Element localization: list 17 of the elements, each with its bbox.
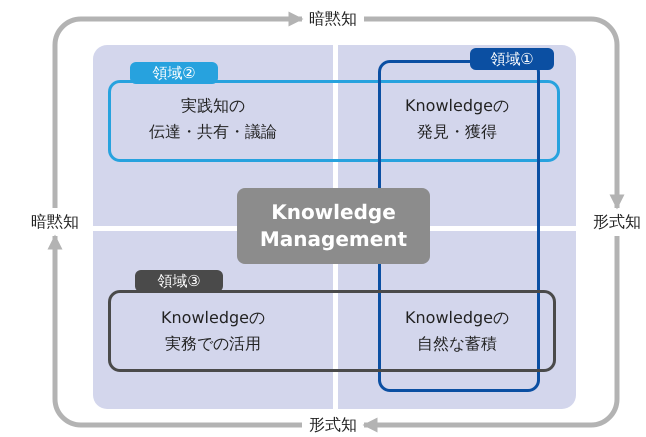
title-box: Knowledge Management (237, 188, 430, 264)
region-tag: 領域② (130, 62, 218, 84)
cycle-arrow (48, 234, 302, 428)
quadrant-text: Knowledgeの発見・獲得 (405, 95, 509, 143)
cycle-arrow (364, 16, 624, 210)
quadrant-text: Knowledgeの実務での活用 (161, 307, 265, 355)
quadrant-text: 実践知の伝達・共有・議論 (149, 95, 277, 143)
cycle-label: 暗黙知 (305, 8, 361, 30)
quadrant-text: Knowledgeの自然な蓄積 (405, 307, 509, 355)
cycle-arrow (362, 236, 620, 432)
cycle-label: 形式知 (305, 414, 361, 436)
region-tag: 領域③ (135, 270, 223, 292)
cycle-label: 暗黙知 (27, 211, 83, 233)
cycle-label: 形式知 (589, 211, 645, 233)
region-frame (108, 270, 556, 372)
cycle-arrow (52, 12, 304, 208)
region-tag: 領域① (470, 48, 554, 70)
